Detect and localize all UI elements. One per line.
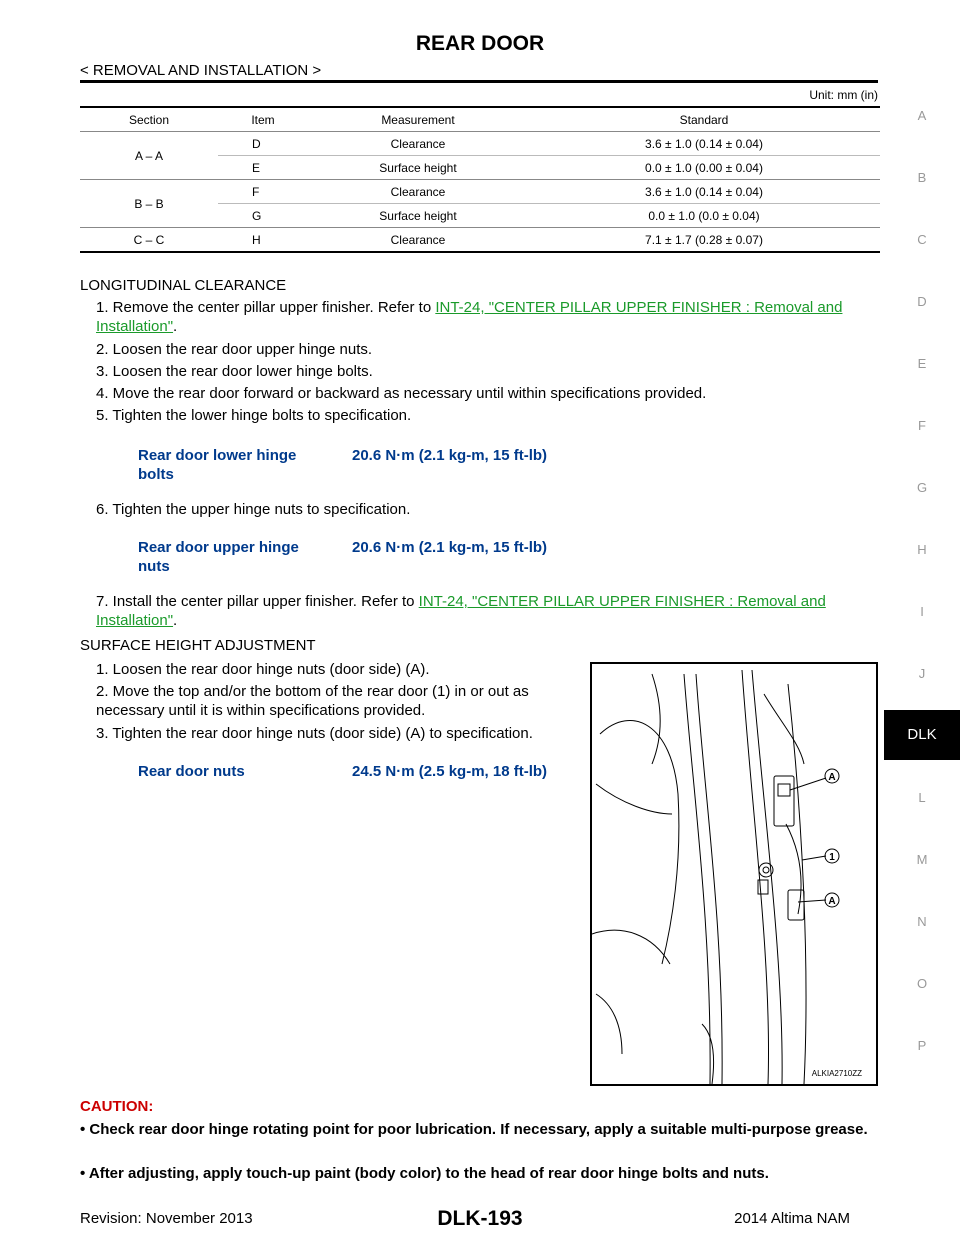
cell-item: D: [252, 136, 261, 151]
table-row: A – A D Clearance 3.6 ± 1.0 (0.14 ± 0.04…: [80, 132, 880, 163]
torque-door-nuts-value: 24.5 N·m (2.5 kg-m, 18 ft-lb): [352, 763, 548, 780]
hinge-illustration: A 1 A: [591, 669, 840, 1085]
cell-item: E: [218, 155, 308, 180]
side-tab-a[interactable]: A: [917, 108, 927, 123]
int-24-link[interactable]: INT-24, "CENTER PILLAR UPPER FINISHER : …: [96, 299, 843, 335]
callout-a-lower: A: [828, 896, 835, 907]
table-row: E Surface height 0.0 ± 1.0 (0.00 ± 0.04): [80, 155, 880, 180]
surface-step-3: 3. Tighten the rear door hinge nuts (doo…: [96, 725, 533, 742]
cell-standard: 0.0 ± 1.0 (0.0 ± 0.04): [528, 203, 880, 228]
caution-item-1: • Check rear door hinge rotating point f…: [80, 1121, 868, 1138]
spec-table: Section Item Measurement Standard A – A …: [80, 106, 880, 253]
cell-measurement: Clearance: [390, 136, 446, 151]
side-tab-j[interactable]: J: [918, 666, 926, 681]
torque-upper-hinge-label: Rear door upper hinge nuts: [138, 539, 299, 575]
rear-door-hinge-figure: A 1 A ALKIA2710ZZ: [590, 662, 878, 1086]
col-item: Item: [218, 106, 308, 132]
side-tab-n[interactable]: N: [917, 914, 927, 929]
side-tab-i[interactable]: I: [920, 604, 924, 619]
step-1: 1. Remove the center pillar upper finish…: [96, 299, 843, 335]
torque-lower-hinge-label: Rear door lower hinge bolts: [138, 447, 297, 483]
step-4: 4. Move the rear door forward or backwar…: [96, 385, 707, 402]
cell-standard: 0.0 ± 1.0 (0.00 ± 0.04): [528, 155, 880, 180]
side-tab-dlk-active[interactable]: DLK: [884, 710, 960, 760]
col-standard: Standard: [528, 106, 880, 132]
side-tab-f[interactable]: F: [918, 418, 926, 433]
footer-revision: Revision: November 2013: [80, 1210, 253, 1227]
section-heading-longitudinal: LONGITUDINAL CLEARANCE: [80, 277, 287, 294]
col-measurement: Measurement: [308, 106, 528, 132]
step-3: 3. Loosen the rear door lower hinge bolt…: [96, 363, 373, 380]
cell-measurement: Clearance: [308, 179, 528, 204]
col-section: Section: [80, 106, 218, 132]
step-7: 7. Install the center pillar upper finis…: [96, 593, 826, 629]
footer-model: 2014 Altima NAM: [734, 1210, 850, 1227]
cell-standard: 3.6 ± 1.0 (0.14 ± 0.04): [645, 136, 763, 151]
caution-heading: CAUTION:: [80, 1098, 154, 1115]
int-24-link-2[interactable]: INT-24, "CENTER PILLAR UPPER FINISHER : …: [96, 593, 826, 629]
cell-item: F: [218, 179, 308, 204]
cell-item: G: [218, 203, 308, 228]
cell-measurement: Clearance: [308, 227, 528, 253]
step-5: 5. Tighten the lower hinge bolts to spec…: [96, 407, 412, 424]
side-tab-m[interactable]: M: [916, 852, 928, 867]
step-7-text: 7. Install the center pillar upper finis…: [96, 593, 419, 610]
header-rule: [80, 80, 878, 83]
cell-standard: 7.1 ± 1.7 (0.28 ± 0.07): [528, 227, 880, 253]
step-2: 2. Loosen the rear door upper hinge nuts…: [96, 341, 373, 358]
page-title: REAR DOOR: [415, 32, 545, 55]
side-tab-g[interactable]: G: [916, 480, 928, 495]
surface-step-1: 1. Loosen the rear door hinge nuts (door…: [96, 661, 430, 678]
breadcrumb: < REMOVAL AND INSTALLATION >: [80, 62, 322, 79]
side-tab-h[interactable]: H: [917, 542, 927, 557]
step-1-text: 1. Remove the center pillar upper finish…: [96, 299, 436, 316]
side-tab-o[interactable]: O: [916, 976, 928, 991]
callout-a-upper: A: [828, 772, 835, 783]
torque-upper-hinge-value: 20.6 N·m (2.1 kg-m, 15 ft-lb): [352, 539, 548, 556]
cell-measurement: Surface height: [308, 203, 528, 228]
torque-lower-hinge-value: 20.6 N·m (2.1 kg-m, 15 ft-lb): [352, 447, 548, 464]
unit-label: Unit: mm (in): [809, 88, 878, 102]
cell-section: A – A: [134, 148, 164, 163]
side-tab-c[interactable]: C: [917, 232, 927, 247]
table-row: G Surface height 0.0 ± 1.0 (0.0 ± 0.04): [80, 203, 880, 228]
figure-id: ALKIA2710ZZ: [811, 1069, 862, 1078]
cell-item: H: [218, 227, 308, 253]
side-tab-p[interactable]: P: [917, 1038, 927, 1053]
side-tab-b[interactable]: B: [917, 170, 927, 185]
side-tab-d[interactable]: D: [917, 294, 927, 309]
surface-step-2: 2. Move the top and/or the bottom of the…: [96, 683, 529, 719]
torque-door-nuts-label: Rear door nuts: [138, 763, 245, 780]
footer-page-number: DLK-193: [437, 1207, 523, 1230]
side-tab-e[interactable]: E: [917, 356, 927, 371]
step-6: 6. Tighten the upper hinge nuts to speci…: [96, 501, 411, 518]
cell-measurement: Surface height: [308, 155, 528, 180]
callout-1: 1: [829, 852, 835, 863]
side-tab-l[interactable]: L: [918, 790, 926, 805]
section-heading-surface: SURFACE HEIGHT ADJUSTMENT: [80, 637, 316, 654]
table-header-row: Section Item Measurement Standard: [80, 106, 880, 132]
table-row: C – C H Clearance 7.1 ± 1.7 (0.28 ± 0.07…: [80, 227, 880, 253]
cell-section: C – C: [80, 227, 218, 253]
cell-section: B – B: [80, 179, 218, 228]
caution-item-2: • After adjusting, apply touch-up paint …: [80, 1165, 769, 1182]
table-row: B – B F Clearance 3.6 ± 1.0 (0.14 ± 0.04…: [80, 179, 880, 228]
cell-standard: 3.6 ± 1.0 (0.14 ± 0.04): [528, 179, 880, 204]
